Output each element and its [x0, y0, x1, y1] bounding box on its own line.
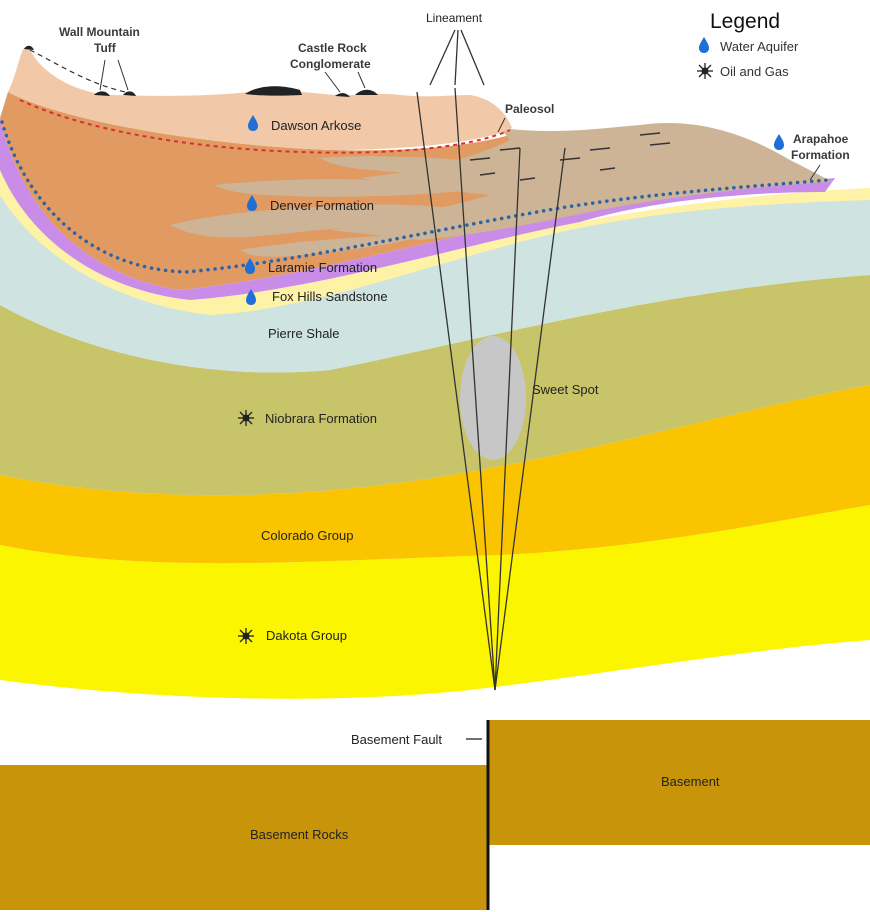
basement-rocks-block [0, 765, 488, 910]
legend-item-oil-and-gas: Oil and Gas [720, 64, 789, 79]
label-denver-formation: Denver Formation [270, 198, 374, 213]
label-basement: Basement [661, 774, 720, 789]
label-castle-rock: Castle Rock [298, 41, 367, 55]
water-drop-icon [699, 37, 709, 53]
label-wall-mountain: Wall Mountain [59, 25, 140, 39]
label-niobrara-formation: Niobrara Formation [265, 411, 377, 426]
tuff-pointer-2 [118, 60, 128, 90]
legend-item-water-aquifer: Water Aquifer [720, 39, 799, 54]
oil-gas-icon [697, 63, 713, 79]
label-arapahoe: Arapahoe [793, 132, 849, 146]
label-conglomerate: Conglomerate [290, 57, 371, 71]
castle-rock-pointer-2 [358, 72, 365, 88]
water-drop-icon [774, 134, 784, 150]
label-pierre-shale: Pierre Shale [268, 326, 340, 341]
label-basement-fault: Basement Fault [351, 732, 442, 747]
label-basement-rocks: Basement Rocks [250, 827, 349, 842]
label-formation: Formation [791, 148, 850, 162]
legend: Legend Water Aquifer Oil and Gas [697, 10, 799, 79]
sweet-spot-ellipse [460, 336, 526, 460]
label-lineament: Lineament [426, 11, 483, 25]
oil-gas-icon [238, 628, 254, 644]
label-colorado-group: Colorado Group [261, 528, 354, 543]
legend-title: Legend [710, 10, 780, 33]
label-paleosol: Paleosol [505, 102, 554, 116]
label-sweet-spot: Sweet Spot [532, 382, 599, 397]
castle-rock-pointer-1 [325, 72, 340, 92]
label-fox-hills-sandstone: Fox Hills Sandstone [272, 289, 388, 304]
label-tuff: Tuff [94, 41, 117, 55]
label-dawson-arkose: Dawson Arkose [271, 118, 361, 133]
label-dakota-group: Dakota Group [266, 628, 347, 643]
label-laramie-formation: Laramie Formation [268, 260, 377, 275]
oil-gas-icon [238, 410, 254, 426]
